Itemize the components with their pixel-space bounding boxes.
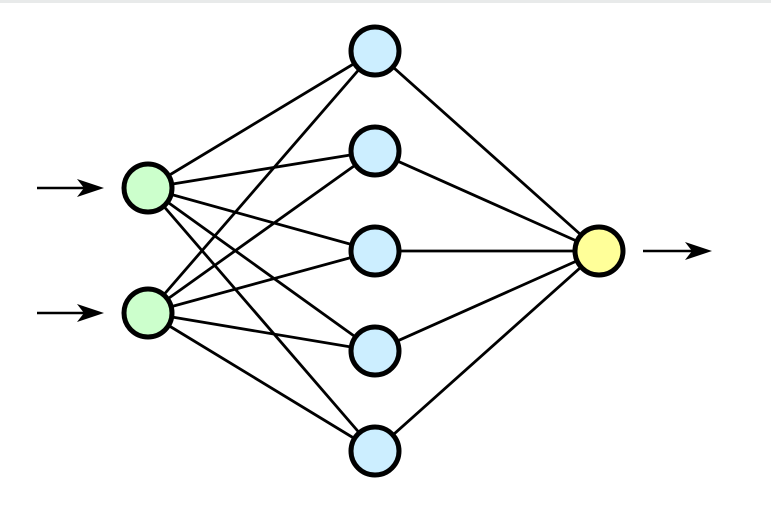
edge-input-node-1-to-hidden-node-4 [147,186,376,353]
edge-input-node-1-to-hidden-node-3 [147,186,376,253]
output-node-1 [572,224,626,278]
hidden-node-5 [348,424,402,478]
edge-input-node-2-to-hidden-node-4 [147,311,376,353]
edge-hidden-node-5-to-output-node-1 [374,249,600,453]
edge-input-node-2-to-hidden-node-1 [146,50,377,314]
hidden-node-1 [348,24,402,78]
input-arrow-1-head-icon [77,179,104,197]
edge-input-node-2-to-hidden-node-3 [147,249,376,315]
hidden-node-3 [348,224,402,278]
input-arrow-2-head-icon [77,304,104,322]
edge-hidden-node-4-to-output-node-1 [374,249,600,353]
edge-hidden-node-1-to-output-node-1 [374,49,600,253]
edge-input-node-1-to-hidden-node-1 [147,49,376,190]
hidden-node-2 [348,124,402,178]
edge-input-node-2-to-hidden-node-2 [147,149,376,315]
hidden-node-4 [348,324,402,378]
input-node-1 [121,161,175,215]
input-node-2 [121,286,175,340]
edge-hidden-node-2-to-output-node-1 [374,149,600,253]
edge-input-node-1-to-hidden-node-5 [146,187,377,452]
edge-input-node-1-to-hidden-node-2 [147,149,376,190]
edge-input-node-2-to-hidden-node-5 [147,311,376,453]
output-arrow-1-head-icon [685,242,712,260]
window-top-border [0,0,771,3]
